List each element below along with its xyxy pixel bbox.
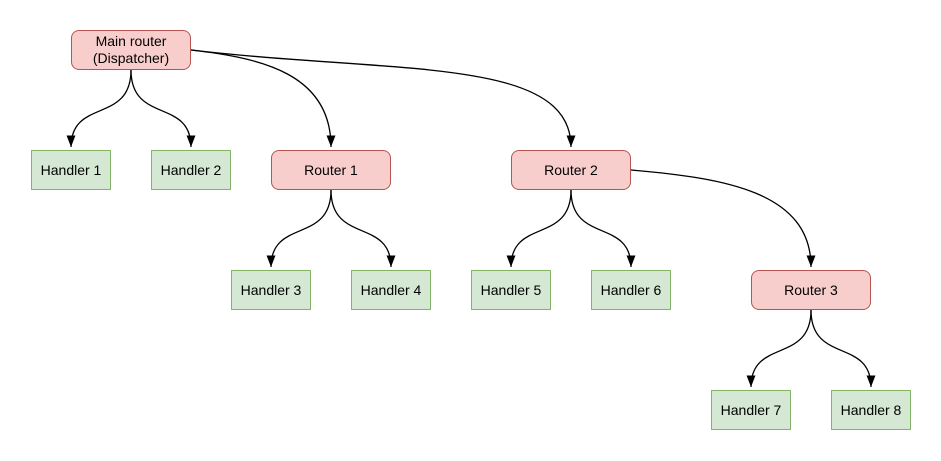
node-router-2: Router 2 (511, 150, 631, 190)
node-handler-4-label: Handler 4 (360, 281, 422, 298)
node-handler-8: Handler 8 (831, 390, 911, 430)
node-router-3-label: Router 3 (784, 281, 838, 298)
edge-main-router-to-router-1 (190, 49, 336, 148)
edge-router-2-to-router-3 (630, 169, 816, 268)
node-router-3: Router 3 (751, 270, 871, 310)
edge-main-router-to-router-2 (190, 49, 576, 148)
node-handler-1: Handler 1 (31, 150, 111, 190)
edge-router-1-to-handler-4 (330, 189, 396, 268)
edge-router-3-to-handler-7 (746, 309, 812, 388)
edge-main-router-to-handler-1 (66, 69, 132, 148)
node-handler-5-label: Handler 5 (480, 281, 542, 298)
edge-main-router-to-handler-2 (130, 69, 196, 148)
node-handler-3-label: Handler 3 (240, 281, 302, 298)
node-handler-8-label: Handler 8 (840, 401, 902, 418)
node-handler-6-label: Handler 6 (600, 281, 662, 298)
node-main-router: Main router (Dispatcher) (71, 30, 191, 70)
edge-router-2-to-handler-5 (506, 189, 572, 268)
node-router-1: Router 1 (271, 150, 391, 190)
edge-router-2-to-handler-6 (570, 189, 636, 268)
edge-router-3-to-handler-8 (810, 309, 876, 388)
node-handler-3: Handler 3 (231, 270, 311, 310)
node-router-2-label: Router 2 (544, 161, 598, 178)
node-handler-2: Handler 2 (151, 150, 231, 190)
node-handler-7-label: Handler 7 (720, 401, 782, 418)
node-handler-7: Handler 7 (711, 390, 791, 430)
edge-router-1-to-handler-3 (266, 189, 332, 268)
node-handler-2-label: Handler 2 (160, 161, 222, 178)
node-router-1-label: Router 1 (304, 161, 358, 178)
node-handler-1-label: Handler 1 (40, 161, 102, 178)
node-handler-4: Handler 4 (351, 270, 431, 310)
node-main-router-label: Main router (Dispatcher) (92, 33, 170, 66)
node-handler-6: Handler 6 (591, 270, 671, 310)
node-handler-5: Handler 5 (471, 270, 551, 310)
